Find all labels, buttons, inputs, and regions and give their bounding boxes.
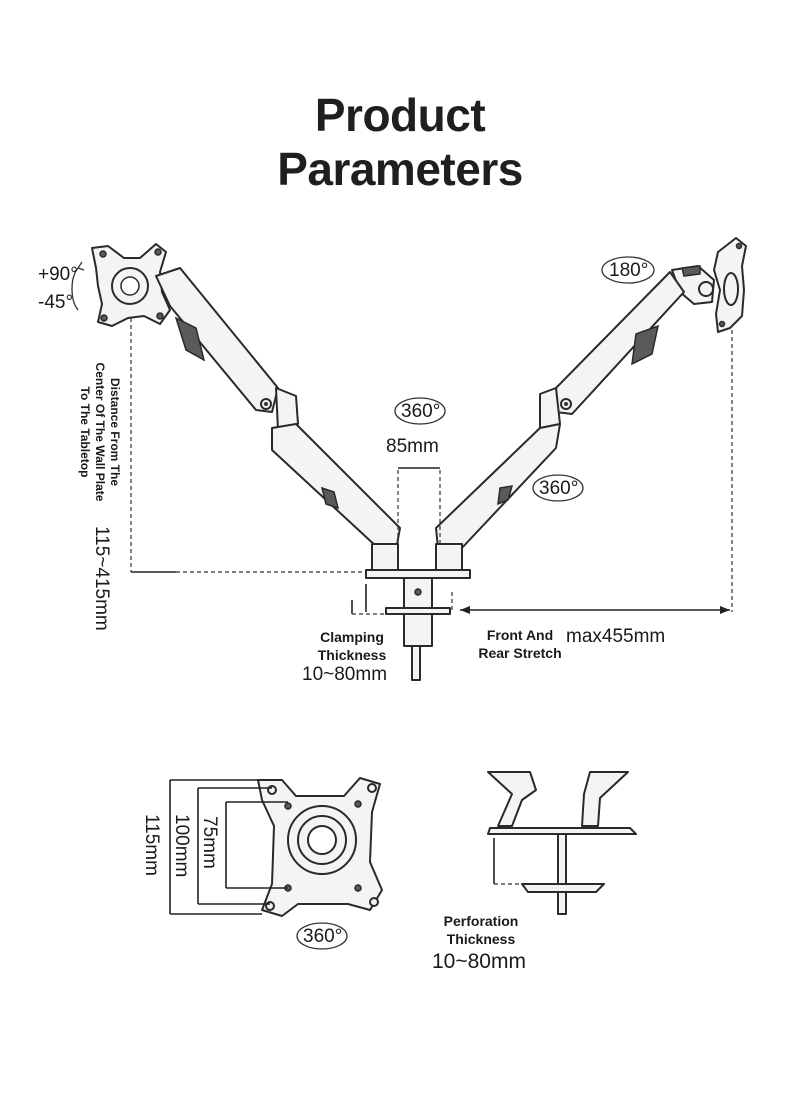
right-upper-arm bbox=[553, 271, 685, 415]
left-elbow-joint bbox=[275, 387, 299, 431]
stretch-value: max455mm bbox=[566, 626, 666, 647]
right-elbow-joint bbox=[539, 387, 561, 429]
vesa-100-label: 100mm bbox=[171, 814, 192, 878]
plate-360-badge-icon bbox=[296, 922, 348, 950]
vesa-115-dimension bbox=[169, 779, 262, 915]
vesa-100-dimension bbox=[197, 787, 272, 905]
right-swivel-head bbox=[671, 265, 715, 305]
clamping-value: 10~80mm bbox=[302, 664, 388, 685]
vesa-plate-detail bbox=[257, 777, 383, 917]
center-clamp-assembly bbox=[365, 543, 471, 681]
tilt-down-label: -45° bbox=[38, 292, 74, 313]
tilt-up-label: +90° bbox=[38, 264, 78, 285]
right-joint-label: 360° bbox=[539, 478, 579, 499]
vesa-75-label: 75mm bbox=[199, 816, 220, 869]
plate-rotation-label: 360° bbox=[303, 926, 343, 947]
stretch-label-2: Rear Stretch bbox=[478, 645, 562, 661]
left-forearm bbox=[271, 423, 401, 551]
perforation-value: 10~80mm bbox=[432, 950, 526, 973]
left-vesa-plate bbox=[91, 243, 171, 327]
vesa-75-dimension bbox=[225, 801, 288, 889]
column-gap-label: 85mm bbox=[386, 436, 439, 457]
perforation-label-1: Perforation bbox=[443, 913, 519, 929]
stretch-label-1: Front And bbox=[486, 627, 554, 643]
swivel-180-badge-icon bbox=[601, 256, 655, 284]
clamping-label-1: Clamping bbox=[320, 629, 384, 645]
swivel-label: 180° bbox=[609, 260, 649, 281]
vesa-115-label: 115mm bbox=[141, 814, 162, 876]
grommet-mount-detail bbox=[487, 771, 637, 915]
title-line-1: Product bbox=[314, 89, 486, 141]
height-value: 115~415mm bbox=[91, 526, 112, 631]
left-upper-arm bbox=[155, 267, 279, 413]
middle-joint-360-badge-icon bbox=[394, 397, 446, 425]
clamping-label-2: Thickness bbox=[317, 647, 387, 663]
right-vesa-plate bbox=[713, 237, 747, 333]
middle-joint-label: 360° bbox=[401, 401, 441, 422]
perforation-label-2: Thickness bbox=[446, 931, 516, 947]
height-caption: Distance From The Center Of The Wall Pla… bbox=[78, 362, 122, 502]
right-joint-360-badge-icon bbox=[532, 474, 584, 502]
title-line-2: Parameters bbox=[277, 143, 523, 195]
tilt-arrow-icon bbox=[71, 267, 79, 311]
